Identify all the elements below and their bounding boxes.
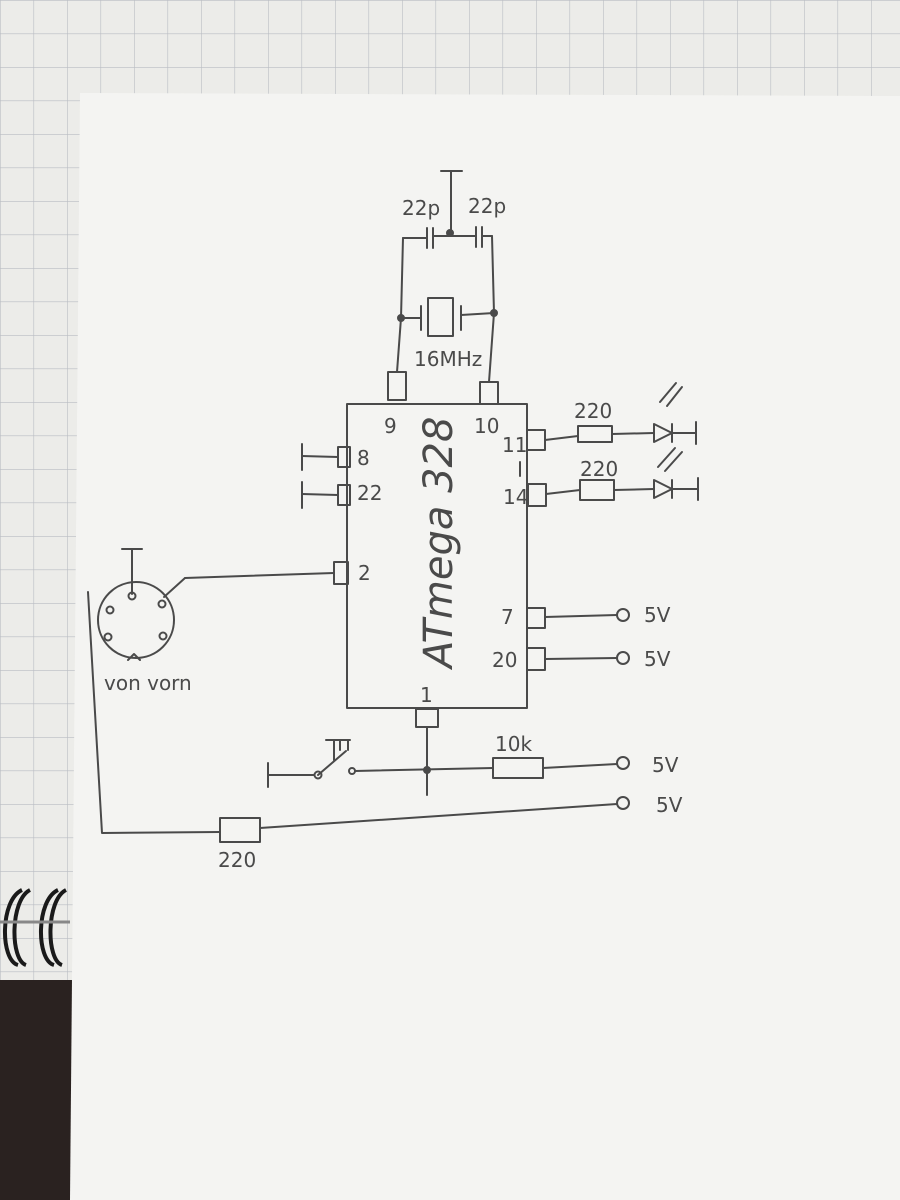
resistor-led1-label: 220: [574, 399, 612, 423]
crystal-network: [387, 170, 499, 405]
crystal-freq-label: 16MHz: [414, 347, 482, 371]
supply-pin20-label: 5V: [644, 647, 671, 671]
pin-1-label: 1: [420, 683, 433, 707]
resistor-power-label: 220: [218, 848, 256, 872]
notebook-cover: [0, 980, 80, 1200]
supply-power-label: 5V: [656, 793, 683, 817]
pin-10-label: 10: [474, 414, 499, 438]
spiral-binding: [0, 888, 70, 967]
cap-left-label: 22p: [402, 196, 440, 220]
pin-7-label: 7: [501, 605, 514, 629]
pin-22-label: 22: [357, 481, 382, 505]
supply-pin7-label: 5V: [644, 603, 671, 627]
paper-sheet: [70, 93, 900, 1200]
din-connector: [97, 548, 175, 661]
pin-2-label: 2: [358, 561, 371, 585]
schematic: [87, 170, 699, 843]
chip-label: ATmega 328: [416, 417, 462, 671]
pin-9-label: 9: [384, 414, 397, 438]
right-pins: [519, 382, 699, 671]
connector-note: von vorn: [104, 671, 192, 695]
pin-20-label: 20: [492, 648, 517, 672]
resistor-led2-label: 220: [580, 457, 618, 481]
pin-11-label: 11: [502, 433, 527, 457]
power-line: [87, 591, 630, 843]
left-pins: [163, 443, 351, 598]
cap-right-label: 22p: [468, 194, 506, 218]
pin-14-label: 14: [503, 485, 528, 509]
supply-pullup-label: 5V: [652, 753, 679, 777]
pin-8-label: 8: [357, 446, 370, 470]
resistor-pullup-label: 10k: [495, 732, 532, 756]
